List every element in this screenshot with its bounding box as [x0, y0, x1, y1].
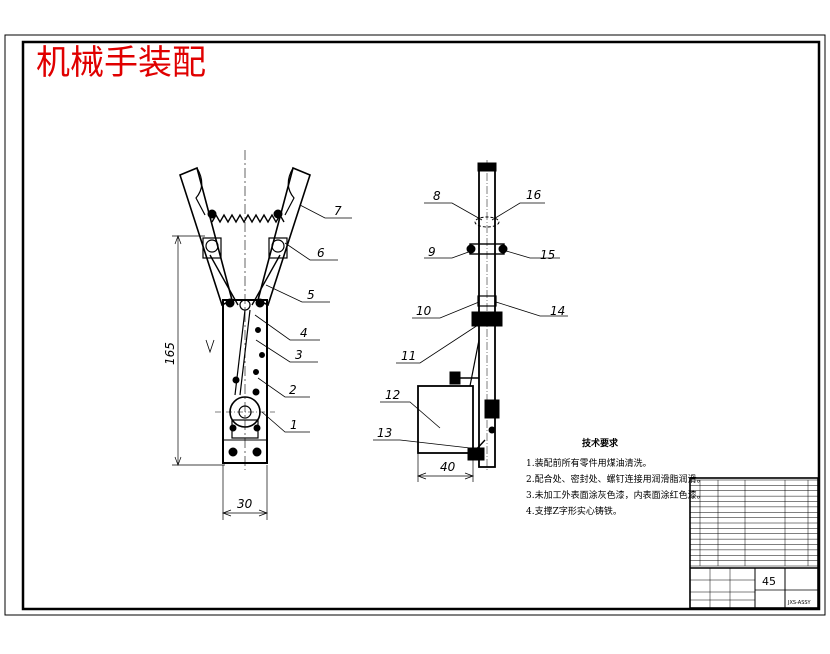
tech-requirements: 技术要求 1.装配前所有零件用煤油清洗。 2.配合处、密封处、螺钉连接用润滑脂润… [526, 437, 706, 517]
outer-border [4, 34, 826, 616]
drawing-title: 机械手装配 [36, 43, 206, 83]
part-label-4: 4 [300, 326, 308, 340]
tech-requirement-4: 4.支撑Z字形实心铸铁。 [526, 505, 622, 517]
front-view [179, 150, 311, 470]
part-label-16: 16 [526, 188, 542, 202]
tech-requirement-3: 3.未加工外表面涂灰色漆，内表面涂红色漆。 [526, 489, 706, 501]
part-label-7: 7 [334, 204, 342, 218]
inner-border [21, 40, 821, 611]
tech-requirement-2: 2.配合处、密封处、螺钉连接用润滑脂润滑。 [526, 473, 706, 485]
dimension-bracket-width: 40 [440, 460, 456, 474]
part-label-3: 3 [295, 348, 303, 362]
front-leaders [254, 204, 352, 433]
part-label-6: 6 [317, 246, 325, 260]
part-label-9: 9 [428, 245, 436, 259]
tech-requirement-1: 1.装配前所有零件用煤油清洗。 [526, 457, 652, 469]
part-label-14: 14 [550, 304, 565, 318]
title-block [689, 477, 819, 609]
parts-list-table [690, 479, 818, 567]
dimension-height: 165 [163, 342, 177, 365]
front-dimensions [172, 235, 268, 520]
dimension-width: 30 [237, 497, 253, 511]
part-label-11: 11 [401, 349, 416, 363]
side-leaders [373, 202, 568, 449]
part-label-12: 12 [385, 388, 400, 402]
part-label-13: 13 [377, 426, 392, 440]
part-label-10: 10 [416, 304, 432, 318]
part-label-8: 8 [433, 189, 441, 203]
side-view [417, 160, 508, 470]
part-label-5: 5 [307, 288, 315, 302]
title-block-drawing-number: JXS-ASSY [787, 600, 812, 606]
title-block-material: 45 [762, 575, 776, 588]
part-label-1: 1 [290, 418, 298, 432]
part-label-2: 2 [289, 383, 297, 397]
tech-requirements-heading: 技术要求 [582, 437, 619, 449]
side-dimensions [417, 453, 474, 482]
part-label-15: 15 [540, 248, 555, 262]
